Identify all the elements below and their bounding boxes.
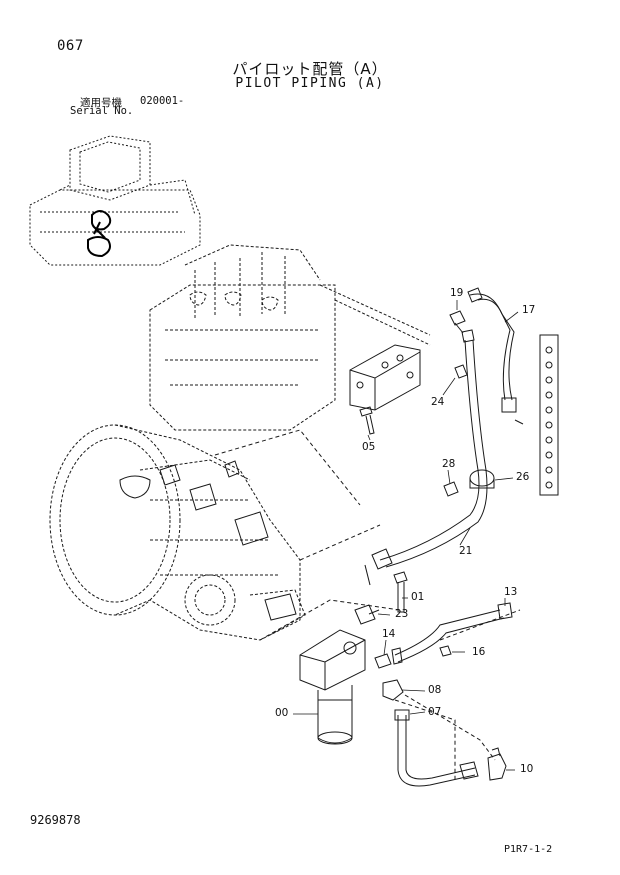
document-number: 9269878 [30, 813, 81, 827]
hose-13 [391, 602, 513, 665]
pump-solid-details [119, 460, 297, 621]
page-number: 067 [57, 38, 84, 54]
control-valve-outline [149, 244, 431, 431]
callout-07: 07 [428, 706, 442, 718]
reference-code: P1R7-1-2 [504, 844, 553, 855]
serial-label-japanese: 適用号機 [80, 97, 122, 109]
fitting-16 [439, 645, 452, 657]
title-english: PILOT PIPING (A) [235, 76, 385, 91]
callout-16: 16 [472, 646, 486, 658]
hose-07 [394, 709, 479, 787]
phantom-guide-lines [214, 429, 521, 780]
callout-23: 23 [395, 608, 409, 620]
callout-28: 28 [442, 458, 456, 470]
callout-05: 05 [362, 441, 376, 453]
mounting-plate [539, 334, 559, 496]
fitting-24 [454, 364, 468, 379]
callout-01: 01 [411, 591, 425, 603]
elbow-fitting-10 [487, 747, 507, 781]
clamp-26 [469, 469, 495, 489]
fitting-19 [449, 310, 466, 334]
serial-value: 020001- [140, 95, 185, 107]
callout-21: 21 [459, 545, 473, 557]
callout-13: 13 [504, 586, 518, 598]
callout-08: 08 [428, 684, 442, 696]
main-pump-outline [49, 424, 306, 641]
highlighted-area-overview [87, 210, 112, 258]
fitting-14 [374, 653, 392, 669]
bolt-05 [359, 406, 375, 435]
callout-10: 10 [520, 763, 534, 775]
hose-17 [467, 287, 524, 425]
bolt-01 [393, 571, 408, 613]
elbow-fitting-08 [382, 679, 404, 701]
callout-leaders [293, 300, 519, 771]
callout-00: 00 [275, 707, 289, 719]
clamp-28 [443, 481, 459, 497]
filter-assembly-00 [299, 629, 366, 745]
hose-21 [364, 329, 488, 586]
serial-label-english: Serial No. [70, 105, 134, 117]
pilot-block [349, 344, 421, 411]
fitting-23 [354, 604, 380, 625]
callout-14: 14 [382, 628, 396, 640]
callout-24: 24 [431, 396, 445, 408]
callout-19: 19 [450, 287, 464, 299]
callout-17: 17 [522, 304, 536, 316]
title-japanese: パイロット配管（A） [232, 60, 388, 78]
excavator-overview-illustration [29, 135, 201, 266]
callout-26: 26 [516, 471, 530, 483]
